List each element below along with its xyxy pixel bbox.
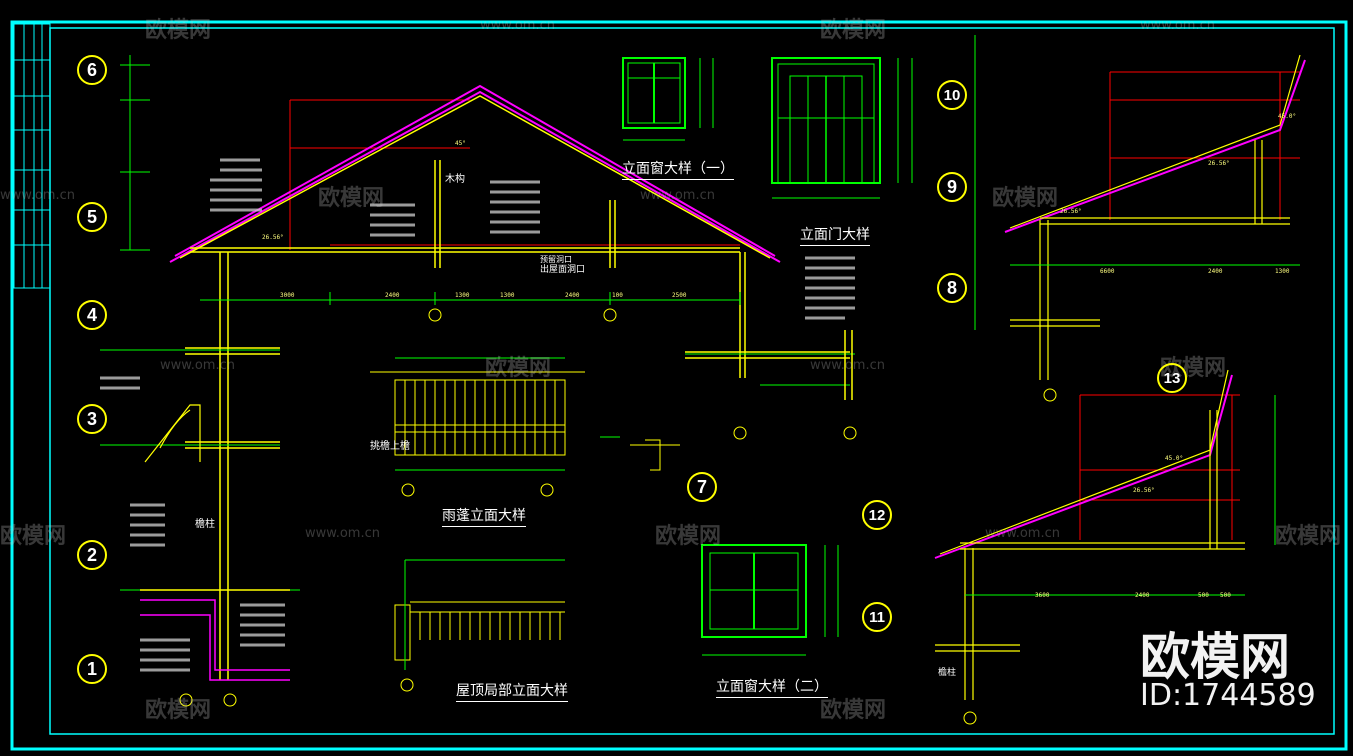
watermark-url: www.om.cn: [0, 188, 75, 203]
title-window-detail-1: 立面窗大样（一）: [622, 158, 734, 180]
detail-marker-7: 7: [687, 472, 717, 502]
detail-marker-3: 3: [77, 404, 107, 434]
watermark-brand: 欧模网: [820, 18, 887, 43]
title-window-detail-2: 立面窗大样（二）: [716, 676, 828, 698]
title-roof-partial-detail: 屋顶局部立面大样: [456, 680, 568, 702]
watermark-url: www.om.cn: [160, 358, 235, 373]
label-attic-note-2: 预留洞口: [540, 255, 572, 264]
label-pillar: 檐柱: [195, 519, 215, 530]
dim-right-top-0: 6600: [1100, 268, 1115, 275]
label-pillar-2: 檐柱: [938, 668, 957, 678]
title-block: [13, 23, 51, 289]
dim-right-top-1: 2400: [1208, 268, 1223, 275]
detail-marker-2: 2: [77, 540, 107, 570]
detail-marker-12: 12: [862, 500, 892, 530]
roof-partial-elevation: [394, 559, 565, 692]
dim-right-bottom-1: 2400: [1135, 592, 1150, 599]
window-detail-1: [622, 57, 714, 141]
brand-logo-text: 欧模网: [1140, 628, 1290, 686]
label-roof-slope-note: 木构: [445, 174, 465, 185]
detail-marker-9: 9: [937, 172, 967, 202]
label-canopy: 挑檐上檐: [370, 441, 410, 452]
detail-marker-10: 10: [937, 80, 967, 110]
angle-main-left: 26.56°: [262, 234, 284, 241]
watermark-brand: 欧模网: [992, 186, 1059, 211]
inner-frame: [49, 27, 1335, 735]
watermark-brand: 欧模网: [655, 524, 722, 549]
detail-marker-1: 1: [77, 654, 107, 684]
dim-right-top-2: 1300: [1275, 268, 1290, 275]
dim-main-1: 2400: [385, 292, 400, 299]
detail-marker-5: 5: [77, 202, 107, 232]
watermark-url: www.om.cn: [985, 526, 1060, 541]
brand-id-text: ID:1744589: [1140, 678, 1316, 713]
right-bottom-section: [934, 369, 1276, 725]
angle-main-right: 45°: [455, 140, 466, 147]
title-canopy-detail: 雨蓬立面大样: [442, 505, 526, 527]
detail-marker-13: 13: [1157, 363, 1187, 393]
door-detail: [771, 57, 913, 199]
angle-right-bottom-2: 26.56°: [1133, 487, 1155, 494]
dim-right-bottom-3: 500: [1220, 592, 1231, 599]
watermark-url: www.om.cn: [480, 18, 555, 33]
angle-right-top-3: 26.56°: [1060, 208, 1082, 215]
watermark-brand: 欧模网: [820, 698, 887, 723]
main-section: [100, 55, 857, 707]
outer-frame: [10, 20, 1348, 751]
right-top-section: [974, 35, 1306, 402]
watermark-brand: 欧模网: [318, 186, 385, 211]
watermark-brand: 欧模网: [0, 524, 67, 549]
dim-main-0: 3000: [280, 292, 295, 299]
dim-main-6: 2500: [672, 292, 687, 299]
dim-main-2: 1300: [455, 292, 470, 299]
detail-marker-6: 6: [77, 55, 107, 85]
label-attic-note: 出屋面洞口: [540, 265, 586, 275]
dim-right-bottom-0: 3600: [1035, 592, 1050, 599]
watermark-url: www.om.cn: [640, 188, 715, 203]
detail-marker-11: 11: [862, 602, 892, 632]
canopy-elevation: [370, 357, 585, 497]
detail-marker-8: 8: [937, 273, 967, 303]
title-door-detail: 立面门大样: [800, 224, 870, 246]
dim-main-5: 100: [612, 292, 623, 299]
watermark-url: www.om.cn: [305, 526, 380, 541]
dim-main-4: 2400: [565, 292, 580, 299]
angle-right-top-1: 45.0°: [1278, 113, 1297, 120]
dim-main-3: 1300: [500, 292, 515, 299]
detail-marker-4: 4: [77, 300, 107, 330]
watermark-brand: 欧模网: [485, 356, 552, 381]
dim-right-bottom-2: 500: [1198, 592, 1209, 599]
window-detail-2: [701, 544, 839, 656]
watermark-url: www.om.cn: [1140, 18, 1215, 33]
small-detail-7: [600, 436, 680, 471]
angle-right-top-2: 26.56°: [1208, 160, 1230, 167]
watermark-brand: 欧模网: [1275, 524, 1342, 549]
watermark-url: www.om.cn: [810, 358, 885, 373]
watermark-brand: 欧模网: [145, 698, 212, 723]
watermark-brand: 欧模网: [145, 18, 212, 43]
angle-right-bottom-1: 45.0°: [1165, 455, 1184, 462]
